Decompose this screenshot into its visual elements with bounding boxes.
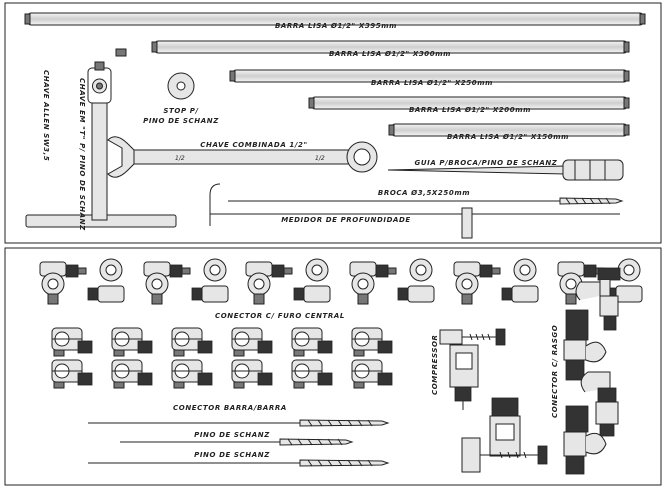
schanz-pin-1-label: PINO DE SCHANZ [194,431,270,439]
central-connector-4-icon [349,258,435,305]
bar-connector-1-1-icon [51,327,93,357]
bar-300mm-label: BARRA LISA Ø1/2" X300mm [329,50,451,58]
bar-150mm-label: BARRA LISA Ø1/2" X150mm [447,133,569,141]
bar-250mm-label: BARRA LISA Ø1/2" X250mm [371,79,493,87]
schanz-pin-2-label: PINO DE SCHANZ [194,451,270,459]
compressor-2-icon [461,397,548,473]
guide-label: GUIA P/BROCA/PINO DE SCHANZ [415,159,558,167]
compressor-label: COMPRESSOR [431,334,439,395]
bar-395mm: BARRA LISA Ø1/2" X395mm [24,12,646,30]
bar-200mm-label: BARRA LISA Ø1/2" X200mm [409,106,531,114]
bar-connector-3-1-icon [171,327,213,357]
slot-connector-3-icon [580,371,619,437]
t-wrench-label: CHAVE EM "T" P/ PINO DE SCHANZ [78,78,86,231]
central-connector-2-icon [143,258,229,305]
drill-bit-icon [228,197,624,205]
central-connector-1-icon [39,258,125,305]
bar-connector-6-1-icon [351,327,393,357]
slot-connector-1-icon [575,267,621,331]
schanz-pin-1-icon [88,419,390,427]
stop-label-line2: PINO DE SCHANZ [143,117,219,125]
slot-connector-2-icon [563,309,607,381]
bottom-panel-frame [4,247,662,486]
slot-connector-4-icon [563,405,607,475]
central-connector-5-icon [453,258,539,305]
bar-bar-connector-label: CONECTOR BARRA/BARRA [173,404,287,412]
bar-connector-5-2-icon [291,359,333,389]
bar-300mm: BARRA LISA Ø1/2" X300mm [151,40,630,58]
stop-label-line1: STOP P/ [163,107,199,115]
top-panel-frame [4,2,662,244]
bar-395mm-label: BARRA LISA Ø1/2" X395mm [275,22,397,30]
combination-wrench-icon: 1/2 1/2 [107,136,378,178]
stop-washer-icon [167,72,195,100]
central-connector-3-icon [245,258,331,305]
combo-wrench-label: CHAVE COMBINADA 1/2" [200,141,307,149]
depth-gauge-label: MEDIDOR DE PROFUNDIDADE [281,216,411,224]
schanz-pin-2-icon [120,438,354,446]
central-connector-label: CONECTOR C/ FURO CENTRAL [215,312,345,320]
drill-label: BROCA Ø3,5X250mm [378,189,470,197]
bar-connector-5-1-icon [291,327,333,357]
wrench-size-right: 1/2 [315,155,325,162]
schanz-pin-3-icon [88,459,390,467]
drill-guide-icon [387,159,624,181]
allen-key-icon: CHAVE ALLEN SW3,5 [42,48,127,178]
depth-gauge-icon [209,183,620,239]
bar-connector-2-1-icon [111,327,153,357]
central-connector-row [39,258,643,305]
bar-connector-3-2-icon [171,359,213,389]
wrench-size-left: 1/2 [175,155,185,162]
bar-150mm: BARRA LISA Ø1/2" X150mm [388,123,630,141]
bar-connector-4-2-icon [231,359,273,389]
t-wrench-icon: CHAVE EM "T" P/ PINO DE SCHANZ [25,61,177,231]
bar-200mm: BARRA LISA Ø1/2" X200mm [308,96,630,114]
compressor-1-icon [439,328,506,410]
allen-key-label: CHAVE ALLEN SW3,5 [42,70,50,161]
bar-connector-2-2-icon [111,359,153,389]
bar-250mm: BARRA LISA Ø1/2" X250mm [229,69,630,87]
bar-connector-6-2-icon [351,359,393,389]
bar-bar-connector-grid [51,327,393,389]
bar-connector-4-1-icon [231,327,273,357]
bar-connector-1-2-icon [51,359,93,389]
slot-connector-label: CONECTOR C/ RASGO [551,325,559,418]
